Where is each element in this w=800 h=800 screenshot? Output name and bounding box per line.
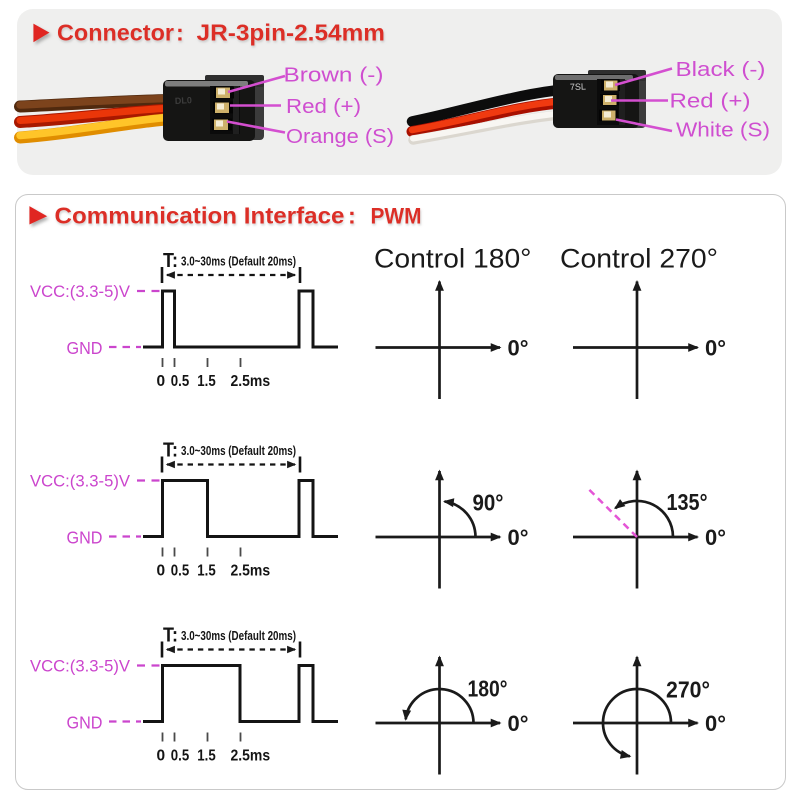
svg-text:White (S): White (S) bbox=[676, 120, 770, 142]
svg-text:Red (+): Red (+) bbox=[670, 91, 751, 113]
svg-text:2.5ms: 2.5ms bbox=[231, 748, 271, 765]
svg-text:180°: 180° bbox=[468, 675, 508, 701]
svg-text:1.5: 1.5 bbox=[197, 563, 216, 580]
svg-text:T:: T: bbox=[163, 625, 178, 647]
svg-text:GND: GND bbox=[67, 528, 103, 548]
svg-text:Connector: Connector bbox=[57, 19, 174, 45]
svg-text:3.0~30ms (Default 20ms): 3.0~30ms (Default 20ms) bbox=[181, 443, 296, 458]
svg-text:Red (+): Red (+) bbox=[286, 96, 361, 118]
svg-text:Black (-): Black (-) bbox=[676, 59, 766, 81]
svg-text:VCC:(3.3-5)V: VCC:(3.3-5)V bbox=[30, 473, 130, 491]
svg-text:VCC:(3.3-5)V: VCC:(3.3-5)V bbox=[30, 658, 130, 676]
svg-text:GND: GND bbox=[67, 713, 103, 733]
svg-text:3.0~30ms (Default 20ms): 3.0~30ms (Default 20ms) bbox=[181, 628, 296, 643]
svg-text:2.5ms: 2.5ms bbox=[231, 373, 271, 390]
svg-text:0.5: 0.5 bbox=[171, 748, 190, 765]
svg-text:Orange (S): Orange (S) bbox=[286, 126, 394, 148]
svg-text:0.5: 0.5 bbox=[171, 563, 190, 580]
svg-text:135°: 135° bbox=[667, 489, 708, 515]
svg-text:T:: T: bbox=[163, 250, 178, 272]
svg-text:Control 180°: Control 180° bbox=[374, 243, 532, 273]
svg-text:0: 0 bbox=[156, 373, 165, 390]
svg-text:0: 0 bbox=[156, 748, 165, 765]
svg-text:1.5: 1.5 bbox=[197, 373, 216, 390]
svg-text:DL0: DL0 bbox=[175, 95, 193, 106]
svg-text:0: 0 bbox=[156, 563, 165, 580]
svg-text:0°: 0° bbox=[705, 711, 726, 736]
svg-text:GND: GND bbox=[67, 338, 103, 358]
svg-text:Brown (-): Brown (-) bbox=[284, 65, 384, 87]
svg-text:2.5ms: 2.5ms bbox=[231, 563, 271, 580]
svg-text:PWM: PWM bbox=[371, 203, 422, 228]
svg-text::: : bbox=[176, 19, 184, 45]
svg-text:1.5: 1.5 bbox=[197, 748, 216, 765]
svg-text:90°: 90° bbox=[473, 490, 504, 516]
svg-text:0°: 0° bbox=[508, 525, 529, 550]
svg-text:7SL: 7SL bbox=[570, 81, 586, 92]
svg-text:Communication Interface: Communication Interface bbox=[55, 203, 345, 229]
svg-text:3.0~30ms (Default 20ms): 3.0~30ms (Default 20ms) bbox=[181, 254, 296, 269]
svg-text:0°: 0° bbox=[508, 336, 529, 361]
svg-text:0.5: 0.5 bbox=[171, 373, 190, 390]
svg-text:0°: 0° bbox=[705, 336, 726, 361]
svg-text::: : bbox=[348, 203, 356, 229]
svg-text:270°: 270° bbox=[666, 676, 710, 702]
svg-text:0°: 0° bbox=[508, 711, 529, 736]
svg-text:JR-3pin-2.54mm: JR-3pin-2.54mm bbox=[197, 19, 386, 45]
svg-text:0°: 0° bbox=[705, 525, 726, 550]
svg-text:VCC:(3.3-5)V: VCC:(3.3-5)V bbox=[30, 283, 130, 301]
svg-text:T:: T: bbox=[163, 440, 178, 462]
svg-text:Control 270°: Control 270° bbox=[560, 243, 718, 273]
